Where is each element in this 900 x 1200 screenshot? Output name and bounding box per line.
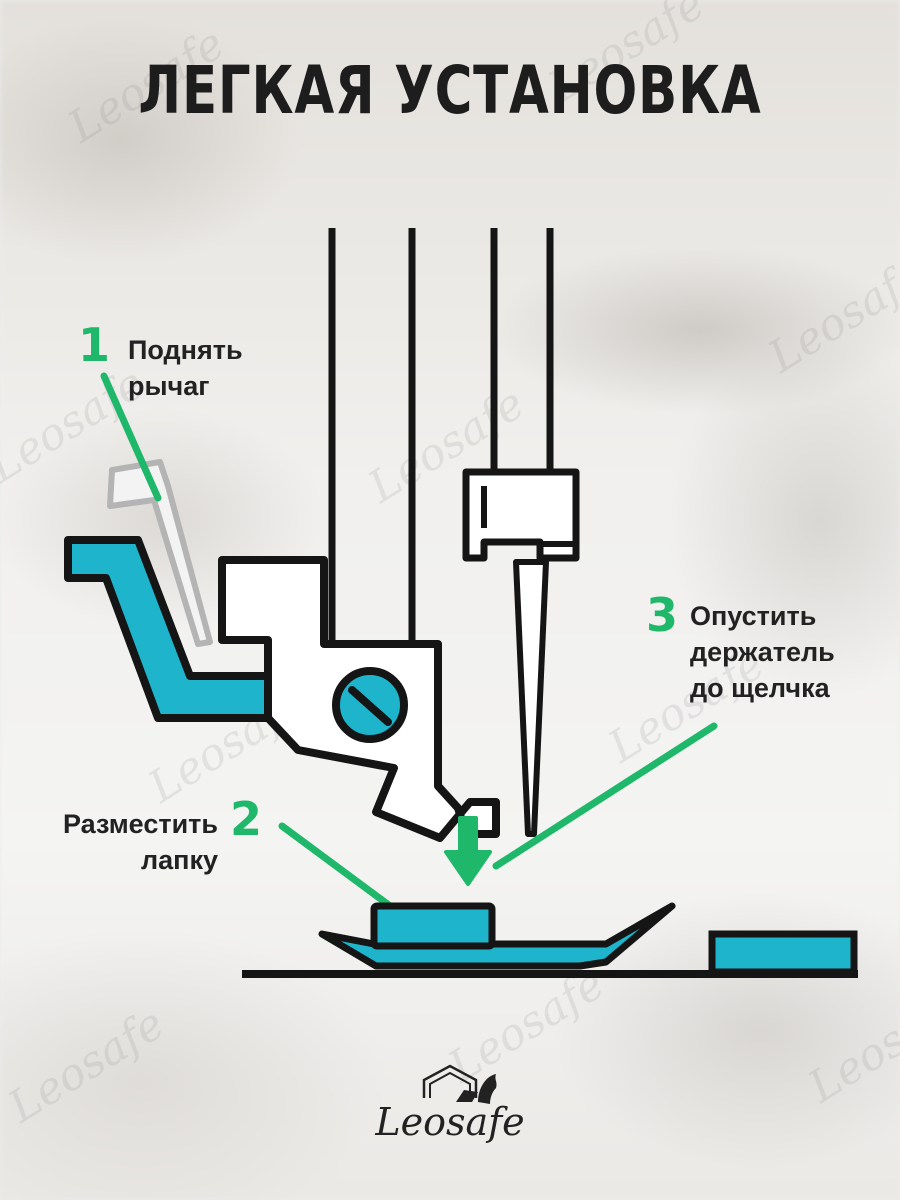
step-3-line-2: держатель: [690, 637, 835, 667]
needle-clamp: [462, 468, 580, 562]
step-2-label: Разместить лапку: [38, 806, 218, 878]
step-3-line-1: Опустить: [690, 601, 817, 631]
feed-plate-block: [708, 930, 858, 976]
step-2-number: 2: [230, 792, 263, 846]
step-3-line-3: до щелчка: [690, 673, 830, 703]
page-title: ЛЕГКАЯ УСТАНОВКА: [138, 52, 762, 129]
step-1-line-1: Поднять: [128, 335, 243, 365]
step-2-line-2: лапку: [140, 845, 218, 875]
presser-foot-top: [370, 902, 496, 950]
step-3-label: Опустить держатель до щелчка: [690, 598, 835, 706]
lion-house-logo-icon: [422, 1064, 497, 1104]
step-3-number: 3: [646, 588, 679, 642]
step-2-line-1: Разместить: [62, 809, 218, 839]
leader-line-3: [492, 722, 718, 870]
brand-logo: Leosafe: [360, 1062, 540, 1152]
step-1-number: 1: [78, 318, 111, 372]
step-1-line-2: рычаг: [128, 371, 210, 401]
brand-name: Leosafe: [375, 1100, 525, 1144]
leader-line-1: [100, 372, 162, 502]
step-1-label: Поднять рычаг: [128, 332, 243, 404]
down-arrow-icon: [444, 816, 492, 886]
needle-icon: [513, 559, 549, 837]
raised-lever-ghost: [107, 459, 213, 647]
